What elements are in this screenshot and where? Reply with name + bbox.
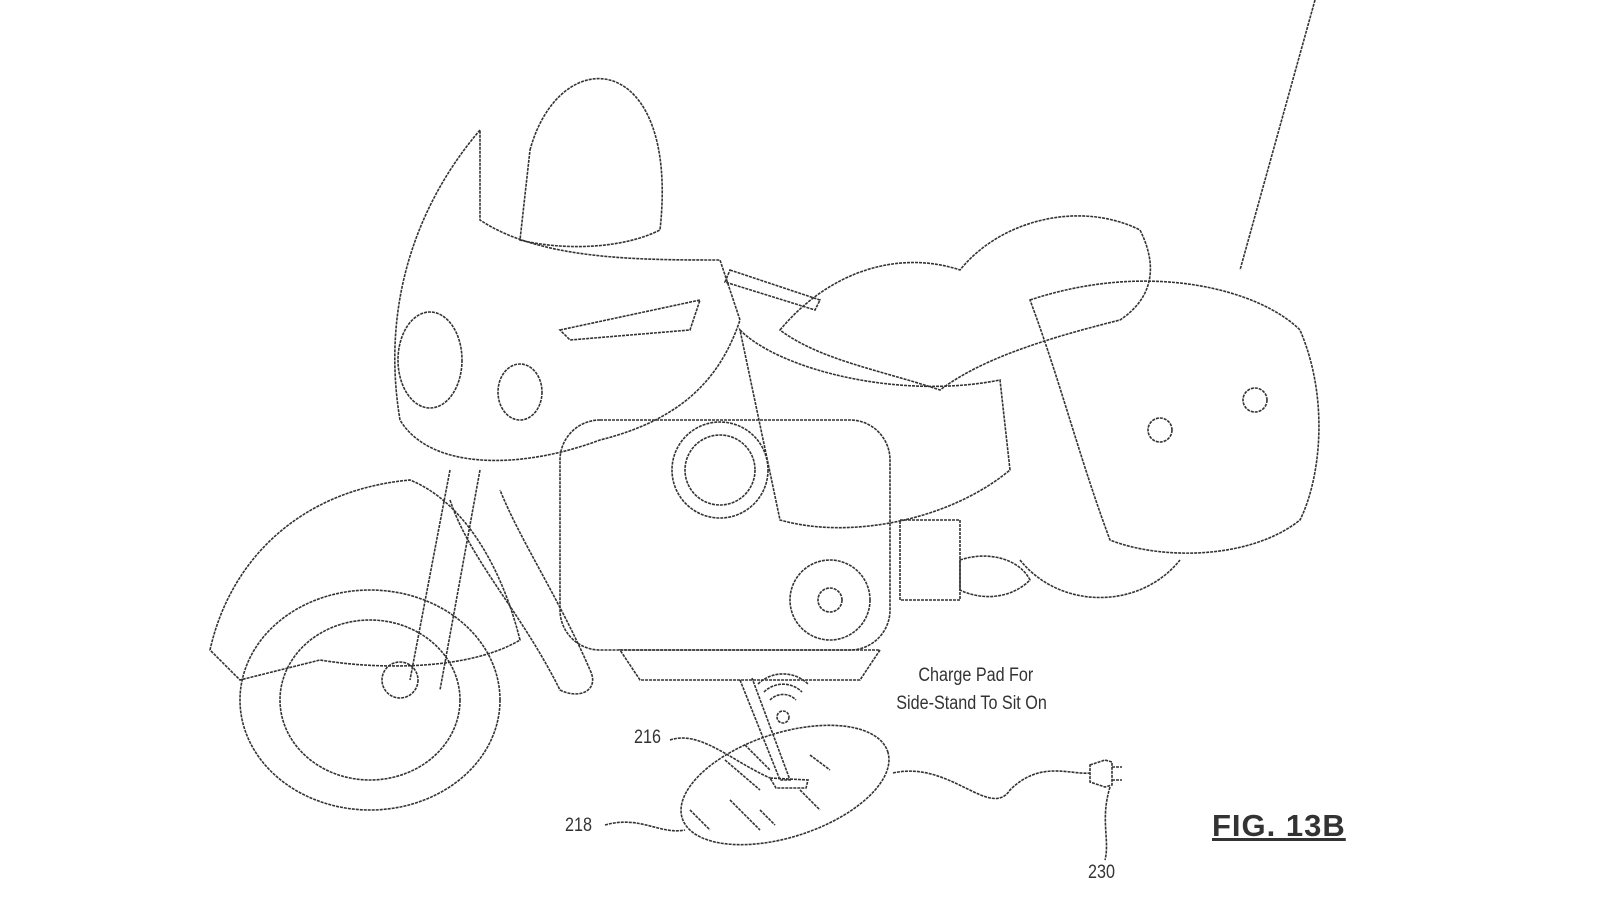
- front-fender: [209, 479, 521, 681]
- power-cable: [892, 770, 1091, 800]
- windshield: [519, 77, 663, 248]
- fog-light: [497, 363, 543, 421]
- headlight: [397, 311, 463, 409]
- antenna: [1239, 0, 1316, 271]
- charge-pad: [680, 724, 890, 846]
- side-stand: [739, 677, 792, 781]
- body: [738, 327, 1011, 529]
- caption-line-1: Charge Pad For: [918, 665, 1034, 686]
- label-218: 218: [565, 815, 592, 836]
- caption-line-2: Side-Stand To Sit On: [896, 693, 1047, 714]
- seat: [778, 215, 1152, 391]
- saddlebag: [1028, 280, 1320, 554]
- front-wheel: [239, 589, 501, 811]
- label-216: 216: [634, 727, 661, 748]
- crash-bar: [449, 489, 594, 695]
- figure-title: FIG. 13B: [1212, 808, 1346, 843]
- leader-216: [669, 737, 771, 779]
- rear-wheel: [1019, 559, 1181, 599]
- engine: [559, 419, 891, 651]
- wireless-signal-icon: [757, 673, 809, 724]
- muffler: [959, 555, 1031, 598]
- fairing: [394, 127, 741, 462]
- power-plug-icon: [1089, 759, 1122, 788]
- fairing-vent: [558, 298, 702, 341]
- plug-leader: [1104, 786, 1111, 861]
- handlebar-grip: [723, 269, 822, 311]
- front-fork: [409, 469, 481, 691]
- leader-218: [604, 821, 686, 832]
- label-230: 230: [1088, 862, 1115, 883]
- charge-pad-caption: Charge Pad For Side-Stand To Sit On: [896, 662, 1047, 718]
- footboard: [618, 649, 882, 681]
